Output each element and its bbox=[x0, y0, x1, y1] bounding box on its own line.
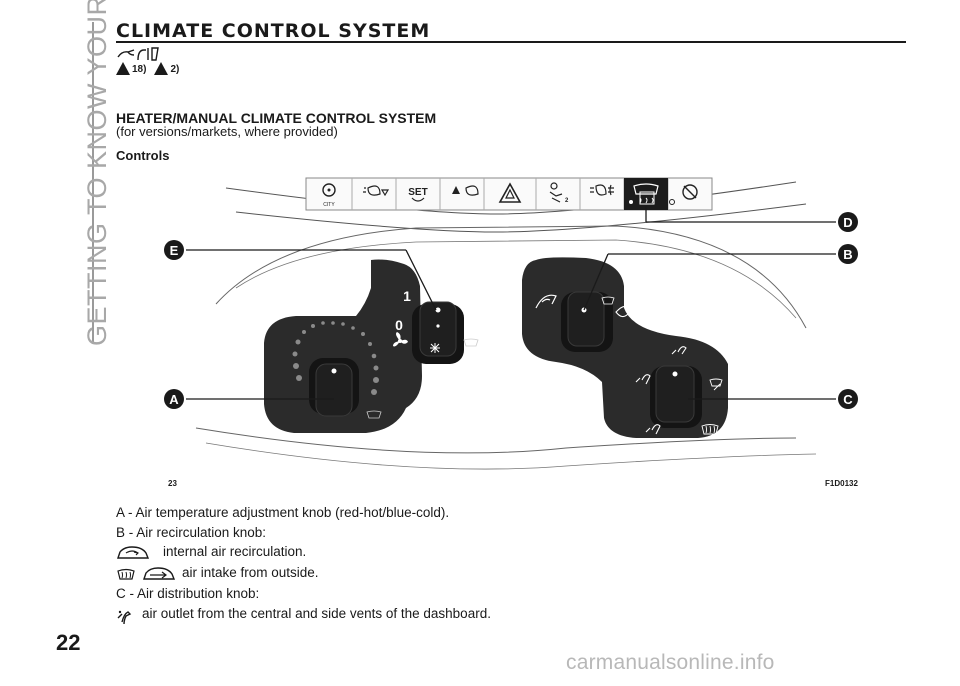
callout-a: A bbox=[164, 389, 184, 409]
title-rule bbox=[116, 41, 906, 43]
warning-icon bbox=[116, 62, 130, 75]
max-defrost-icon bbox=[463, 338, 479, 347]
legend-c1: air outlet from the central and side ven… bbox=[142, 606, 491, 621]
section-heading: HEATER/MANUAL CLIMATE CONTROL SYSTEM bbox=[116, 110, 437, 126]
fan-speed-0: 0 bbox=[395, 317, 403, 333]
fog-light-icon bbox=[590, 184, 614, 196]
outside-air-car-icon bbox=[117, 567, 176, 580]
dash-outline-upper bbox=[235, 203, 807, 233]
city-label: CITY bbox=[323, 202, 335, 208]
dash-outline-bottom bbox=[195, 427, 797, 454]
fan-icon bbox=[393, 332, 408, 347]
windscreen-defrost-icon bbox=[366, 410, 382, 419]
recirculation-knob bbox=[561, 291, 613, 352]
caution-icon bbox=[154, 62, 169, 75]
fan-speed-1: 1 bbox=[403, 288, 411, 304]
temperature-scale bbox=[292, 321, 379, 395]
legend-b: B - Air recirculation knob: bbox=[116, 525, 267, 540]
hazard-icon bbox=[498, 182, 522, 203]
controls-heading: Controls bbox=[116, 148, 170, 163]
climate-control-figure: CITY SET 2 bbox=[164, 177, 858, 470]
dash-outline-mid2 bbox=[235, 239, 797, 319]
callout-e-label: E bbox=[170, 243, 179, 258]
city-steering-icon: CITY bbox=[322, 183, 336, 208]
vent-face-feet-icon bbox=[635, 374, 651, 385]
callout-a-label: A bbox=[169, 392, 179, 407]
rear-defrost-button bbox=[624, 178, 668, 210]
vent-feet-windscreen-icon bbox=[709, 378, 723, 391]
warning-ref: 18) bbox=[132, 64, 147, 75]
callout-c-label: C bbox=[843, 392, 853, 407]
section-subheading: (for versions/markets, where provided) bbox=[116, 124, 338, 139]
figure-id: F1D0132 bbox=[825, 479, 858, 488]
fan-speed-3: 3 bbox=[462, 288, 470, 304]
headlight-up-icon bbox=[452, 185, 479, 196]
vent-face-legend-icon bbox=[117, 610, 132, 625]
vent-windscreen-icon bbox=[701, 424, 719, 435]
callout-d-label: D bbox=[843, 215, 852, 230]
outside-air-icon bbox=[601, 296, 629, 318]
dash-outline-mid bbox=[215, 225, 807, 329]
vent-face-icon bbox=[671, 346, 687, 355]
legend-b1: internal air recirculation. bbox=[163, 544, 307, 559]
warning-references: 18) 2) bbox=[116, 62, 185, 75]
set-label: SET bbox=[408, 187, 427, 198]
leader-line-e-angle bbox=[405, 249, 437, 311]
svg-text:2: 2 bbox=[565, 198, 569, 204]
callout-b: B bbox=[838, 244, 858, 264]
dash-outline-bottom2 bbox=[205, 442, 817, 470]
callout-d: D bbox=[838, 212, 858, 232]
left-control-panel bbox=[264, 259, 422, 433]
callout-c: C bbox=[838, 389, 858, 409]
recirculation-icon bbox=[535, 294, 557, 309]
figure-number: 23 bbox=[168, 479, 177, 488]
fan-speed-2: 2 bbox=[431, 277, 439, 293]
airbag-off-icon: 2 bbox=[549, 182, 569, 204]
fan-speed-4: 4 bbox=[464, 317, 472, 333]
distribution-knob bbox=[650, 365, 702, 428]
hand-icon bbox=[117, 49, 135, 58]
callout-b-label: B bbox=[843, 247, 852, 262]
snowflake-icon bbox=[430, 343, 440, 353]
leader-line-b-angle bbox=[583, 253, 609, 311]
vent-feet-icon bbox=[645, 424, 661, 435]
ac-off-icon bbox=[669, 184, 698, 205]
fan-speed-knob bbox=[412, 301, 464, 364]
recycle-bin-icon bbox=[137, 47, 159, 61]
temperature-knob bbox=[309, 358, 359, 417]
callout-e: E bbox=[164, 240, 184, 260]
page-number: 22 bbox=[56, 630, 81, 655]
watermark: carmanualsonline.info bbox=[566, 651, 775, 674]
legend-a: A - Air temperature adjustment knob (red… bbox=[116, 505, 450, 520]
recirculation-car-icon bbox=[117, 546, 150, 559]
legend-b2: air intake from outside. bbox=[182, 565, 319, 580]
headlight-down-icon bbox=[363, 185, 390, 197]
caution-ref: 2) bbox=[170, 64, 180, 75]
sidebar-rule bbox=[92, 22, 94, 344]
set-speed-icon: SET bbox=[408, 187, 428, 202]
sidebar-section-title: GETTING TO KNOW YOUR CAR bbox=[82, 0, 112, 346]
page-title: CLIMATE CONTROL SYSTEM bbox=[116, 20, 431, 42]
legend-c: C - Air distribution knob: bbox=[116, 586, 260, 601]
